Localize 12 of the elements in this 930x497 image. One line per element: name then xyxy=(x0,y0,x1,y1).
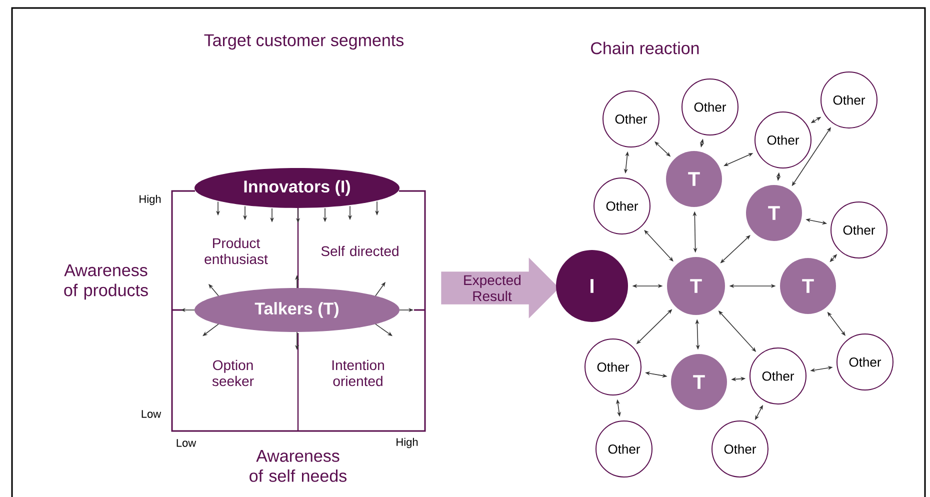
axis-label: Target customer segments xyxy=(204,34,404,50)
axis-label: Product enthusiast xyxy=(204,238,268,264)
axis-label: High xyxy=(396,438,418,448)
axis-label: Option seeker xyxy=(212,360,254,386)
axis-label: Low xyxy=(142,410,162,418)
axis-label: High xyxy=(140,194,161,206)
axis-label: Chain reaction xyxy=(591,42,699,54)
axis-label: Intention oriented xyxy=(332,360,384,386)
axis-label: Awareness of self needs xyxy=(250,450,346,482)
axis-label: Self directed xyxy=(321,246,398,256)
axis-label: Low xyxy=(176,439,196,447)
axis-label: Awareness of products xyxy=(64,264,148,300)
